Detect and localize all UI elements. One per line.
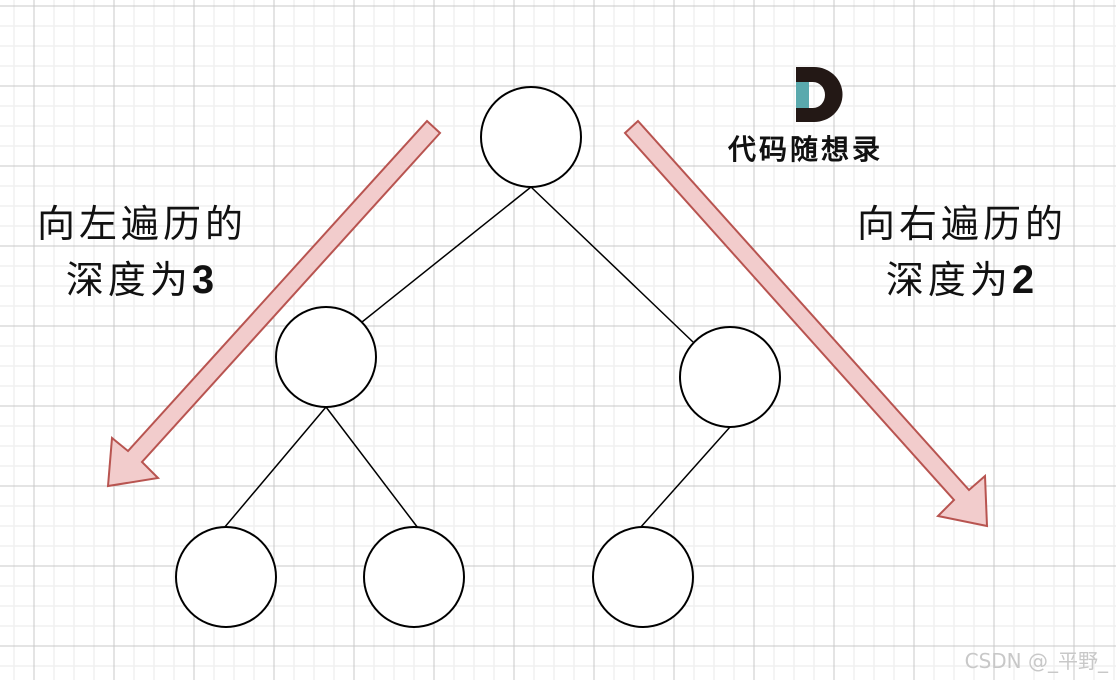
node-root <box>480 86 582 188</box>
right-label-line1: 向右遍历的 <box>856 202 1067 246</box>
right-depth-value: 2 <box>1011 258 1039 302</box>
node-left-left <box>175 526 277 628</box>
edge-left-lr <box>325 406 419 529</box>
node-right-left <box>592 526 694 628</box>
right-label-prefix: 深度为 <box>885 258 1012 302</box>
arrow-right-down <box>623 119 989 528</box>
edge-root-right <box>530 186 694 343</box>
node-left-right <box>363 526 465 628</box>
right-label-line2: 深度为2 <box>842 252 1082 308</box>
edge-root-left <box>361 186 532 323</box>
right-depth-label: 向右遍历的 深度为2 <box>842 196 1082 308</box>
left-label-line2: 深度为3 <box>22 252 262 308</box>
node-left <box>275 306 377 408</box>
tree-edges <box>223 186 731 529</box>
node-right <box>679 326 781 428</box>
edge-left-ll <box>223 406 327 529</box>
edge-right-rl <box>639 426 731 529</box>
logo-text: 代码随想录 <box>728 133 884 166</box>
left-label-prefix: 深度为 <box>65 258 192 302</box>
arrow-left-down <box>106 119 442 488</box>
logo-mark <box>796 67 843 122</box>
tree-nodes <box>175 86 781 628</box>
left-depth-value: 3 <box>191 258 219 302</box>
watermark: CSDN @_平野_ <box>964 649 1108 673</box>
left-label-line1: 向左遍历的 <box>36 202 247 246</box>
left-depth-label: 向左遍历的 深度为3 <box>22 196 262 308</box>
